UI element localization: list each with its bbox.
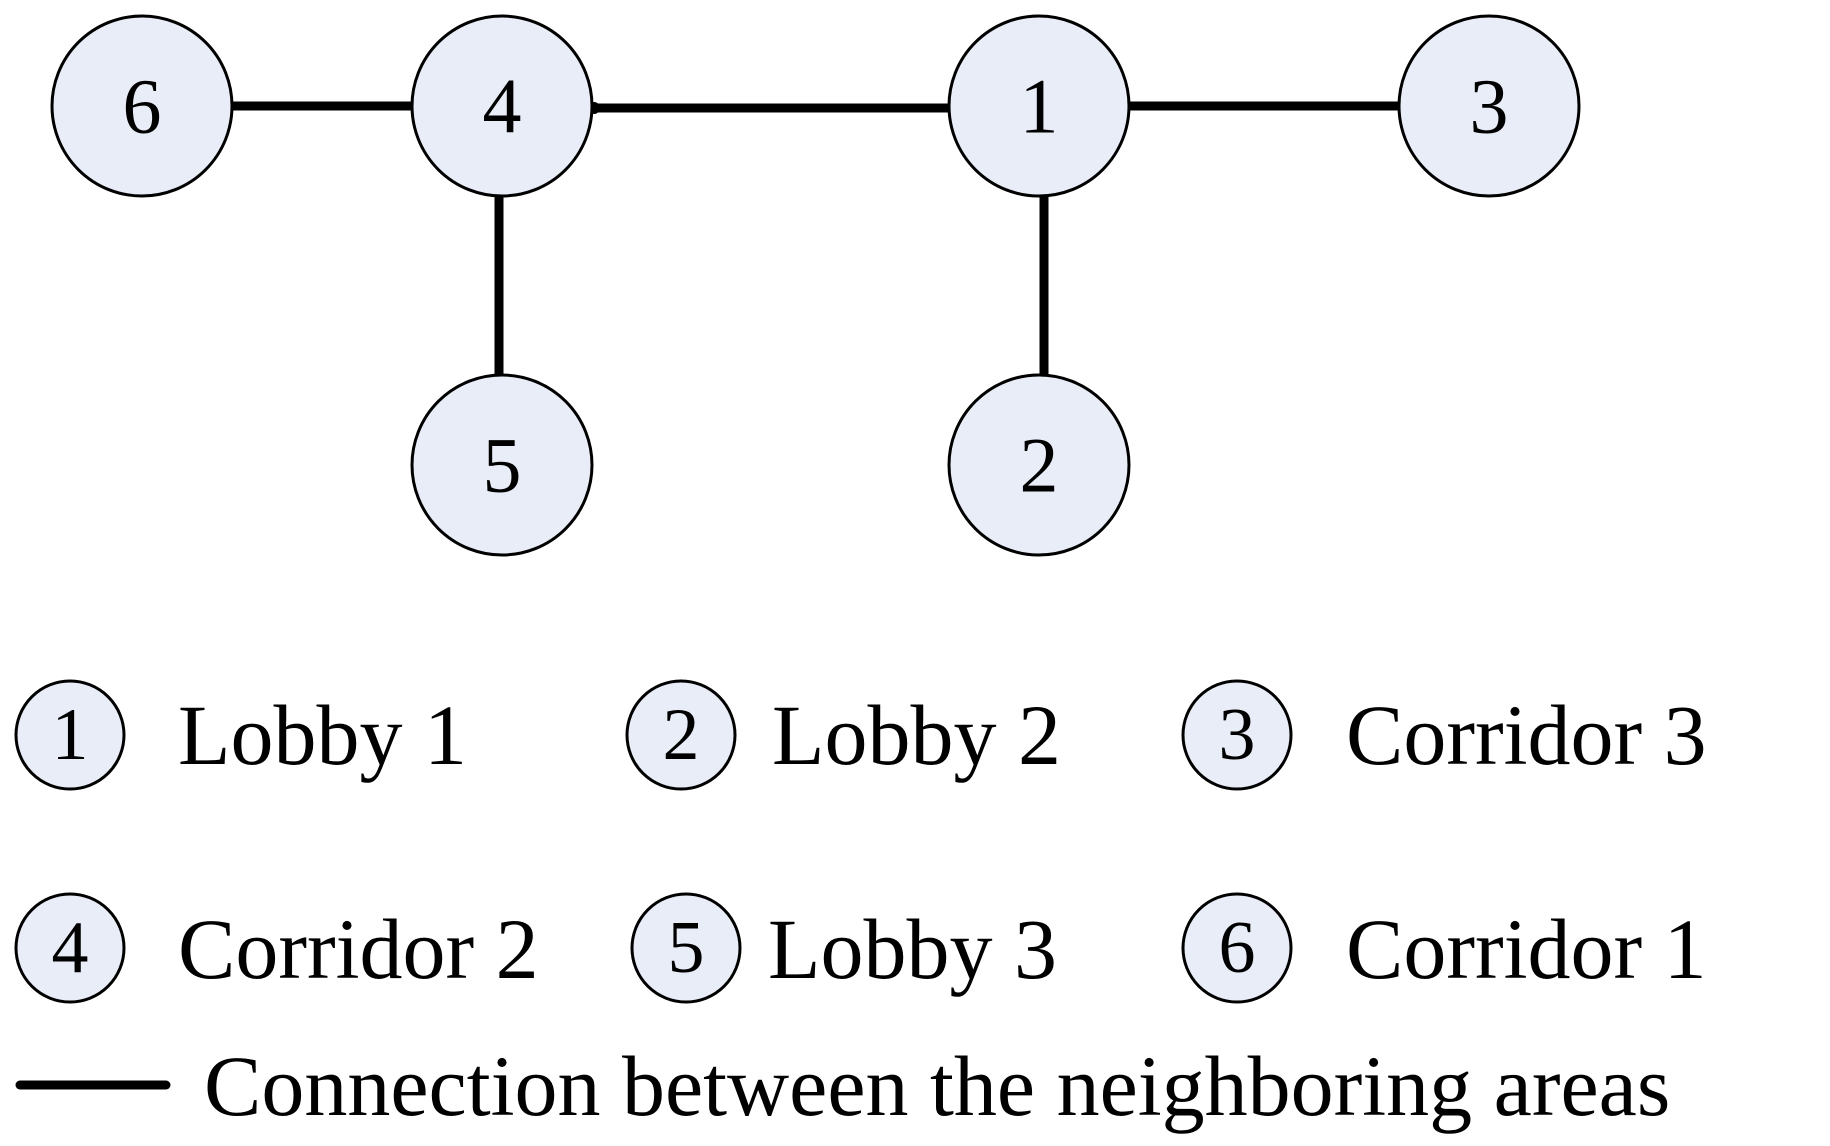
- legend-item-6-text: Corridor 1: [1346, 901, 1707, 997]
- legend-item-5-number: 5: [668, 907, 705, 989]
- node-2-label: 2: [1020, 422, 1059, 509]
- legend-item-1: 1 Lobby 1: [14, 679, 467, 791]
- node-2: 2: [947, 373, 1131, 557]
- legend-item-1-number: 1: [52, 694, 89, 776]
- legend-item-1-text: Lobby 1: [178, 687, 467, 783]
- node-6-circle: [50, 14, 234, 198]
- node-4: 4: [410, 14, 594, 198]
- node-3-circle: [1397, 14, 1581, 198]
- legend-item-5: 5 Lobby 3: [630, 892, 1057, 1004]
- node-6-label: 6: [123, 63, 162, 150]
- node-2-circle: [947, 373, 1131, 557]
- node-1-label: 1: [1020, 63, 1059, 150]
- legend-item-4-number: 4: [52, 907, 89, 989]
- legend-item-5-circle: [630, 892, 742, 1004]
- node-4-label: 4: [483, 63, 522, 150]
- legend-connection: Connection between the neighboring areas: [15, 1038, 1670, 1134]
- legend-item-3-circle: [1181, 679, 1293, 791]
- node-4-circle: [410, 14, 594, 198]
- legend: 1 Lobby 1 2 Lobby 2 3 Corridor 3 4 Corri…: [14, 679, 1707, 1134]
- legend-item-2-number: 2: [663, 694, 700, 776]
- legend-item-6-circle: [1181, 892, 1293, 1004]
- legend-connection-text: Connection between the neighboring areas: [204, 1038, 1670, 1134]
- legend-item-3-text: Corridor 3: [1346, 687, 1707, 783]
- legend-item-2-text: Lobby 2: [772, 687, 1061, 783]
- legend-item-3-number: 3: [1219, 694, 1256, 776]
- node-5-circle: [410, 373, 594, 557]
- legend-item-2-circle: [625, 679, 737, 791]
- legend-item-4-text: Corridor 2: [178, 901, 539, 997]
- node-1-circle: [947, 14, 1131, 198]
- node-3-label: 3: [1470, 63, 1509, 150]
- legend-item-6-number: 6: [1219, 907, 1256, 989]
- node-5-label: 5: [483, 422, 522, 509]
- legend-item-5-text: Lobby 3: [768, 901, 1057, 997]
- legend-item-2: 2 Lobby 2: [625, 679, 1061, 791]
- edges-group: [227, 100, 1408, 386]
- nodes-group: 6 4 1 3 5 2: [50, 14, 1581, 557]
- legend-item-4: 4 Corridor 2: [14, 892, 539, 1004]
- legend-item-4-circle: [14, 892, 126, 1004]
- legend-item-3: 3 Corridor 3: [1181, 679, 1707, 791]
- legend-item-6: 6 Corridor 1: [1181, 892, 1707, 1004]
- legend-item-1-circle: [14, 679, 126, 791]
- node-6: 6: [50, 14, 234, 198]
- node-3: 3: [1397, 14, 1581, 198]
- node-5: 5: [410, 373, 594, 557]
- node-1: 1: [947, 14, 1131, 198]
